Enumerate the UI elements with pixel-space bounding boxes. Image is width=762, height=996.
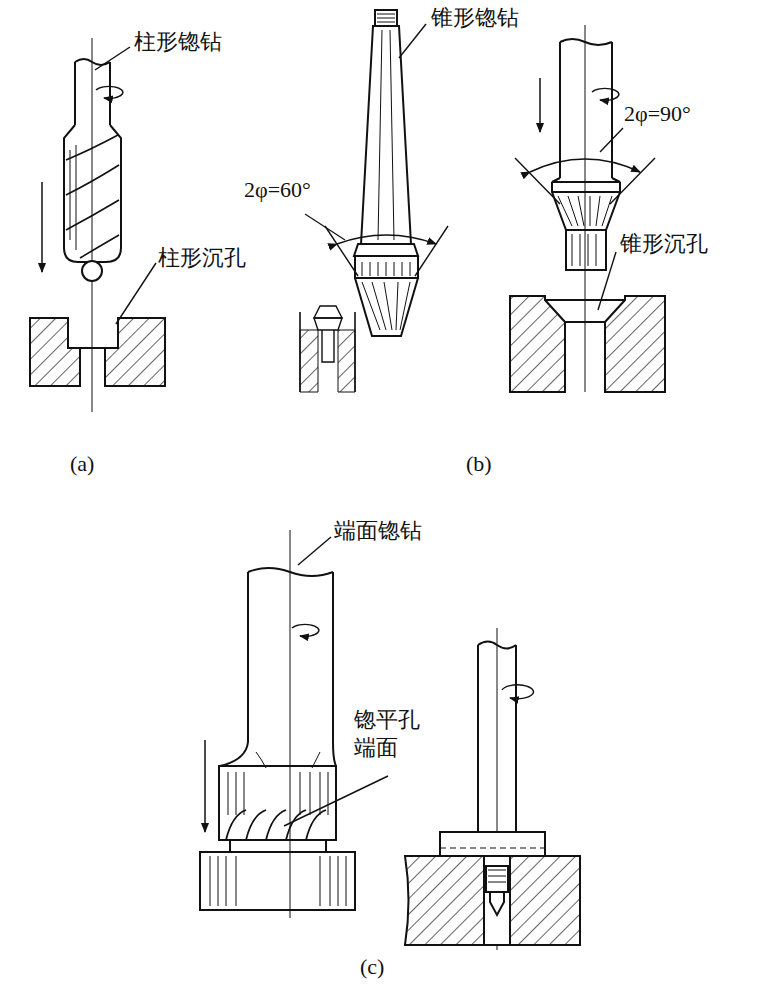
part-name: 端面锪钻 <box>334 517 422 545</box>
part-name: 锪平孔 端面 <box>354 706 426 761</box>
part-name: 锥形锪钻 <box>431 4 519 32</box>
workpiece-b <box>510 296 665 392</box>
back-spot-facer <box>405 628 580 950</box>
subfigure-label: (a) <box>70 450 94 478</box>
part-name: 柱形沉孔 <box>158 244 246 272</box>
workpiece-c <box>200 852 355 910</box>
part-name: 柱形锪钻 <box>134 28 222 56</box>
part-name: 锥形沉孔 <box>620 230 708 258</box>
workpiece-b-small <box>300 306 355 392</box>
spot-facer <box>205 530 336 918</box>
subfigure-label: (b) <box>466 450 492 478</box>
workpiece-a <box>30 318 165 386</box>
angle-dimension: 2φ=90° <box>624 100 691 128</box>
angle-dimension: 2φ=60° <box>244 176 311 204</box>
countersink-60 <box>305 10 448 336</box>
subfigure-label: (c) <box>360 953 384 981</box>
leader-lines <box>95 24 623 826</box>
